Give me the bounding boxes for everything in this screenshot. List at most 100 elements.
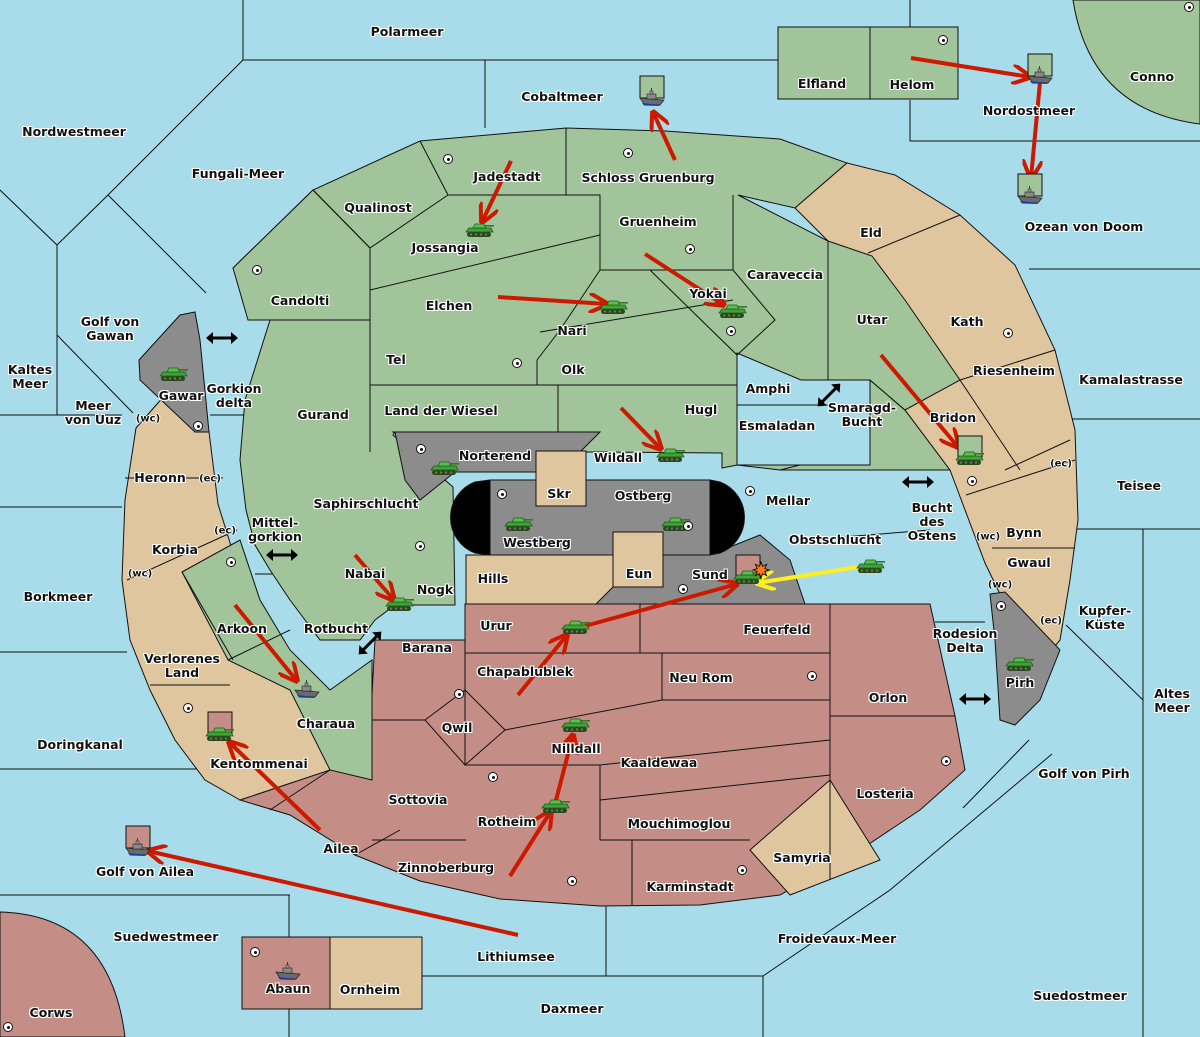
land-eld[interactable]: Eld — [860, 225, 882, 240]
land-orlon[interactable]: Orlon — [868, 690, 908, 705]
sea-doringkanal[interactable]: Doringkanal — [37, 737, 123, 752]
sea-golf-von-ailea[interactable]: Golf von Ailea — [95, 864, 195, 879]
land-gurand[interactable]: Gurand — [297, 407, 349, 422]
sea-polarmeer[interactable]: Polarmeer — [370, 24, 444, 39]
land-arkoon[interactable]: Arkoon — [217, 621, 267, 636]
sea-mittel-gorkion[interactable]: Mittel-gorkion — [248, 515, 302, 544]
land-nari[interactable]: Nari — [557, 323, 587, 338]
land-corws[interactable]: Corws — [29, 1005, 73, 1020]
land-utar[interactable]: Utar — [856, 312, 888, 327]
land-westberg[interactable]: Westberg — [503, 535, 571, 550]
land-chapablublek[interactable]: Chapablublek — [476, 664, 574, 679]
land-rotheim[interactable]: Rotheim — [477, 814, 537, 829]
army-unit-bridon[interactable] — [955, 435, 985, 466]
land-charaua[interactable]: Charaua — [296, 716, 356, 731]
sea-nordostmeer[interactable]: Nordostmeer — [982, 103, 1076, 118]
land-jadestadt[interactable]: Jadestadt — [473, 169, 541, 184]
sea-suedostmeer[interactable]: Suedostmeer — [1033, 988, 1127, 1003]
land-bridon[interactable]: Bridon — [929, 410, 977, 425]
sea-lithiumsee[interactable]: Lithiumsee — [477, 949, 555, 964]
land-gawar[interactable]: Gawar — [158, 388, 204, 403]
fleet-unit-cobaltmeer[interactable] — [639, 75, 665, 106]
land-nabai[interactable]: Nabai — [344, 566, 386, 581]
land-neu-rom[interactable]: Neu Rom — [669, 670, 733, 685]
land-urur[interactable]: Urur — [480, 618, 512, 633]
land-elchen[interactable]: Elchen — [425, 298, 473, 313]
land-karminstadt[interactable]: Karminstadt — [646, 879, 734, 894]
land-ostberg[interactable]: Ostberg — [614, 488, 672, 503]
fleet-unit-golf-von-ailea[interactable] — [125, 825, 151, 856]
land-skr[interactable]: Skr — [547, 486, 571, 501]
land-mouchimoglou[interactable]: Mouchimoglou — [627, 816, 731, 831]
army-unit-obstschlucht[interactable] — [856, 559, 886, 574]
land-norterend[interactable]: Norterend — [458, 448, 532, 463]
land-obstschlucht[interactable]: Obstschlucht — [788, 532, 882, 547]
sea-borkmeer[interactable]: Borkmeer — [23, 589, 93, 604]
land-kaaldewaa[interactable]: Kaaldewaa — [620, 755, 698, 770]
sea-smaragd-bucht[interactable]: Smaragd-Bucht — [827, 400, 897, 429]
land-sottovia[interactable]: Sottovia — [388, 792, 448, 807]
land-gwaul[interactable]: Gwaul — [1007, 555, 1051, 570]
land-kath[interactable]: Kath — [950, 314, 984, 329]
fleet-unit-ozean-von-doom[interactable] — [1017, 173, 1043, 204]
sea-nordwestmeer[interactable]: Nordwestmeer — [22, 124, 126, 139]
sea-kamalastrasse[interactable]: Kamalastrasse — [1079, 372, 1183, 387]
land-esmaladan[interactable]: Esmaladan — [738, 418, 816, 433]
land-amphi[interactable]: Amphi — [745, 381, 791, 396]
land-ornheim[interactable]: Ornheim — [339, 982, 401, 997]
land-heronn[interactable]: Heronn — [134, 470, 186, 485]
sea-golf-von-pirh[interactable]: Golf von Pirh — [1038, 766, 1130, 781]
land-jossangia[interactable]: Jossangia — [411, 240, 479, 255]
sea-cobaltmeer[interactable]: Cobaltmeer — [521, 89, 603, 104]
land-candolti[interactable]: Candolti — [270, 293, 330, 308]
land-zinnoberburg[interactable]: Zinnoberburg — [397, 860, 495, 875]
land-helom[interactable]: Helom — [889, 77, 935, 92]
land-qwil[interactable]: Qwil — [441, 720, 473, 735]
land-wildall[interactable]: Wildall — [593, 450, 643, 465]
land-land-der-wiesel[interactable]: Land der Wiesel — [384, 403, 498, 418]
land-hills[interactable]: Hills — [477, 571, 509, 586]
land-hugl[interactable]: Hugl — [684, 402, 718, 417]
land-korbia[interactable]: Korbia — [152, 542, 198, 557]
land-barana[interactable]: Barana — [402, 640, 452, 655]
land-eun[interactable]: Eun — [625, 566, 653, 581]
sea-ozean-von-doom[interactable]: Ozean von Doom — [1024, 219, 1144, 234]
land-yokai[interactable]: Yokai — [689, 286, 727, 301]
fleet-unit-nordostmeer[interactable] — [1027, 53, 1053, 84]
land-nogk[interactable]: Nogk — [416, 582, 454, 597]
land-losteria[interactable]: Losteria — [856, 786, 914, 801]
sea-daxmeer[interactable]: Daxmeer — [540, 1001, 604, 1016]
land-nilldall[interactable]: Nilldall — [551, 741, 601, 756]
land-pirh[interactable]: Pirh — [1005, 675, 1035, 690]
land-riesenheim[interactable]: Riesenheim — [973, 363, 1055, 378]
army-unit-kentommenai[interactable] — [205, 711, 235, 742]
land-samyria[interactable]: Samyria — [773, 850, 831, 865]
land-qualinost[interactable]: Qualinost — [344, 200, 412, 215]
land-mellar[interactable]: Mellar — [765, 493, 811, 508]
sea-rotbucht[interactable]: Rotbucht — [303, 621, 369, 636]
land-sund[interactable]: Sund — [692, 567, 728, 582]
sea-teisee[interactable]: Teisee — [1116, 478, 1162, 493]
sea-fungali-meer[interactable]: Fungali-Meer — [191, 166, 285, 181]
land-tel[interactable]: Tel — [386, 352, 406, 367]
land-bynn[interactable]: Bynn — [1006, 525, 1042, 540]
land-elfland[interactable]: Elfland — [797, 76, 847, 91]
land-feuerfeld[interactable]: Feuerfeld — [743, 622, 811, 637]
land-saphirschlucht[interactable]: Saphirschlucht — [313, 496, 419, 511]
land-kentommenai[interactable]: Kentommenai — [210, 756, 308, 771]
sea-suedwestmeer[interactable]: Suedwestmeer — [113, 929, 219, 944]
land-conno[interactable]: Conno — [1129, 69, 1175, 84]
land-schloss-gruenburg[interactable]: Schloss Gruenburg — [581, 170, 715, 185]
land-ailea[interactable]: Ailea — [323, 841, 359, 856]
land-gruenheim[interactable]: Gruenheim — [619, 214, 697, 229]
sea-froidevaux-meer[interactable]: Froidevaux-Meer — [777, 931, 897, 946]
land-abaun[interactable]: Abaun — [265, 981, 311, 996]
land-olk[interactable]: Olk — [561, 362, 585, 377]
